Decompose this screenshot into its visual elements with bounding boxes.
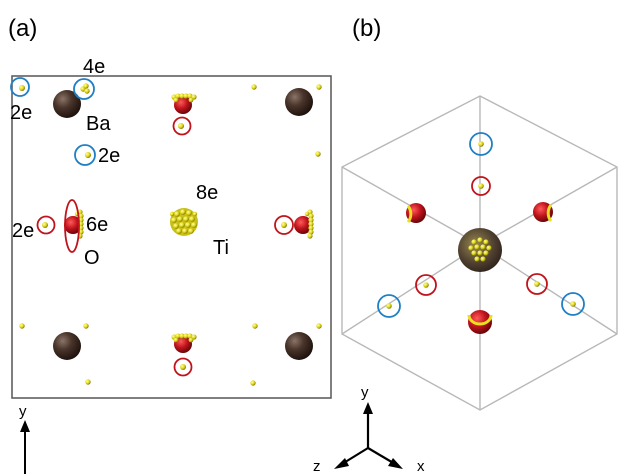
axes-b: y z x xyxy=(313,384,425,474)
ba-atom-bottom-left xyxy=(53,332,81,360)
label-ba: Ba xyxy=(86,113,111,135)
red-circle-top xyxy=(172,116,192,136)
label-2e-left: 2e xyxy=(10,102,32,124)
blue-circle-2e-mid xyxy=(74,144,96,166)
highlight-circles-a xyxy=(10,77,294,377)
panel-a: (a) xyxy=(8,15,332,474)
panel-b-label: (b) xyxy=(352,15,381,42)
o-atom-b-bottom xyxy=(468,310,492,334)
red-ellipse-6e xyxy=(64,199,80,253)
red-circle-b-top xyxy=(471,176,491,196)
unit-cell-frame xyxy=(11,75,332,399)
blue-circle-b-right xyxy=(561,292,585,316)
panel-a-label: (a) xyxy=(8,15,37,42)
blue-circle-b-top xyxy=(469,132,493,156)
blue-circle-b-left xyxy=(377,294,401,318)
blue-circle-4e xyxy=(73,78,95,100)
ti-b-electron-cluster xyxy=(468,237,492,262)
label-8e: 8e xyxy=(196,182,218,204)
red-circle-b-left xyxy=(415,274,437,296)
red-circle-left xyxy=(36,215,56,235)
highlight-circles-b xyxy=(377,132,585,318)
axis-a: y xyxy=(19,403,30,474)
red-circle-right xyxy=(274,215,294,235)
label-6e: 6e xyxy=(86,214,108,236)
o-right-electron-cluster xyxy=(304,209,314,239)
isolated-electrons-b xyxy=(386,141,576,309)
ba-atom-top-right xyxy=(285,88,313,116)
axis-b-y-label: y xyxy=(361,384,369,401)
o-bottom-electron-cluster xyxy=(171,333,197,343)
label-ti: Ti xyxy=(213,237,229,259)
axis-b-z-label: z xyxy=(313,458,321,474)
label-2e-o: 2e xyxy=(12,220,34,242)
o-atom-top xyxy=(174,96,192,114)
o-top-electron-cluster xyxy=(171,93,197,103)
o-atom-bottom xyxy=(174,335,192,353)
ba-atom-bottom-right xyxy=(285,332,313,360)
o-atom-left xyxy=(64,216,82,234)
o-b-electron-rings xyxy=(406,204,553,326)
isolated-electrons-a xyxy=(19,83,322,386)
blue-circle-2e-corner xyxy=(10,77,30,97)
label-4e: 4e xyxy=(83,56,105,78)
label-o: O xyxy=(84,247,100,269)
axis-a-y-label: y xyxy=(19,403,27,420)
red-circle-bottom xyxy=(173,357,193,377)
red-circle-b-right xyxy=(526,273,548,295)
ti-atom-b xyxy=(458,228,502,272)
ti-electron-cluster-8e xyxy=(169,208,198,236)
o-atom-right xyxy=(294,216,312,234)
label-2e-mid: 2e xyxy=(98,145,120,167)
axis-b-x-label: x xyxy=(417,458,425,474)
panel-b: (b) xyxy=(313,15,618,474)
ba-atom-top-left xyxy=(53,90,81,118)
